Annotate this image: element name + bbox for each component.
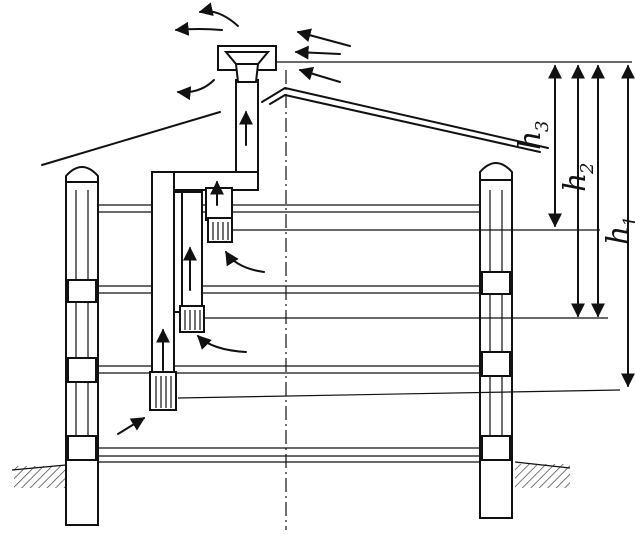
wind-arrows: [174, 2, 351, 101]
flow-arrows: [117, 110, 265, 435]
label-h3-main: h: [513, 131, 548, 150]
ground: [11, 461, 571, 488]
roof: [41, 87, 549, 166]
label-h1: h 1: [601, 216, 635, 245]
label-h1-sub: 1: [620, 216, 635, 227]
label-h2: h 2: [558, 163, 598, 192]
left-wall: [65, 166, 99, 526]
right-wall: [479, 162, 513, 519]
label-h1-main: h: [601, 226, 635, 245]
label-h2-sub: 2: [577, 163, 598, 175]
dimension-lines: [276, 61, 635, 388]
label-h3: h 3: [513, 121, 553, 150]
label-h2-main: h: [558, 173, 593, 192]
label-h3-sub: 3: [532, 121, 553, 132]
duct: [149, 45, 277, 411]
